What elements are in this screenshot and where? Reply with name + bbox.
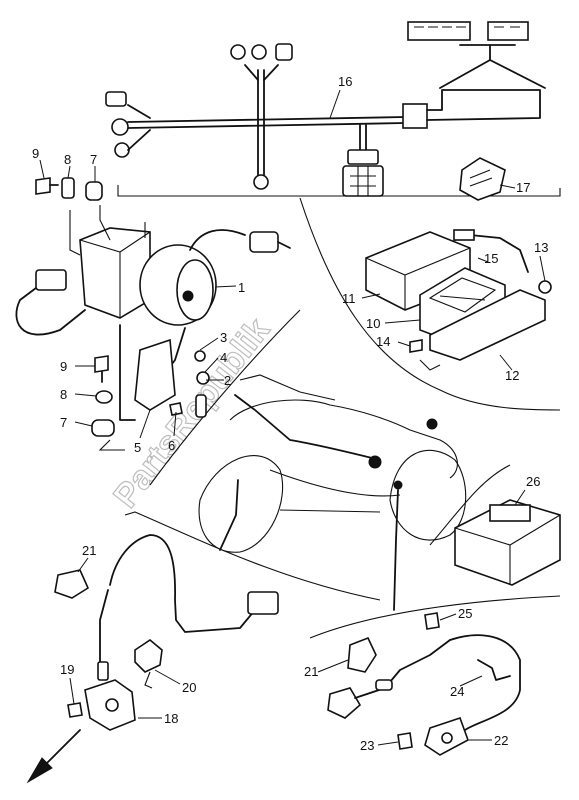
callout-6: 6 <box>168 438 175 453</box>
battery-section-frame <box>429 464 511 546</box>
callout-3: 3 <box>220 330 227 345</box>
callout-21-rear: 21 <box>304 664 318 679</box>
callout-14: 14 <box>376 334 390 349</box>
callout-8-lower: 8 <box>60 387 67 402</box>
ecu-assembly <box>365 229 552 371</box>
callout-7-lower: 7 <box>60 415 67 430</box>
abs-hydraulic-unit <box>15 205 291 336</box>
front-wheel-sensor <box>54 534 279 731</box>
rear-wheel-sensor <box>327 612 521 756</box>
callout-18: 18 <box>164 711 178 726</box>
callout-labels: 1 2 3 4 5 6 9 8 7 9 8 7 10 11 12 13 14 1… <box>32 74 548 753</box>
callout-7-upper: 7 <box>90 152 97 167</box>
callout-23: 23 <box>360 738 374 753</box>
relay-connector <box>459 157 506 201</box>
arrow-down-left-icon <box>26 729 81 784</box>
callout-9-upper: 9 <box>32 146 39 161</box>
callout-8-upper: 8 <box>64 152 71 167</box>
callout-25: 25 <box>458 606 472 621</box>
leader-lines <box>39 89 546 746</box>
upper-mounting-hardware <box>35 177 103 201</box>
callout-16: 16 <box>338 74 352 89</box>
callout-15: 15 <box>484 251 498 266</box>
control-box <box>454 499 561 586</box>
callout-24: 24 <box>450 684 464 699</box>
callout-17: 17 <box>516 180 530 195</box>
rear-sensor-frame <box>309 595 561 639</box>
abs-bracket-hardware <box>119 324 210 421</box>
harness-section-frame <box>117 185 561 197</box>
watermark: PartsRepublik <box>106 311 277 515</box>
callout-1: 1 <box>238 280 245 295</box>
callout-10: 10 <box>366 316 380 331</box>
callout-26: 26 <box>526 474 540 489</box>
callout-4: 4 <box>220 350 227 365</box>
motorcycle-outline <box>198 374 467 611</box>
callout-22: 22 <box>494 733 508 748</box>
callout-12: 12 <box>505 368 519 383</box>
callout-11: 11 <box>342 291 356 306</box>
lower-mounting-hardware <box>91 355 125 451</box>
callout-21-front: 21 <box>82 543 96 558</box>
ecu-section-frame <box>299 197 561 411</box>
callout-13: 13 <box>534 240 548 255</box>
callout-5: 5 <box>134 440 141 455</box>
front-sensor-frame <box>124 511 381 601</box>
wire-harness <box>105 21 546 197</box>
abs-section-frame <box>149 309 301 486</box>
callout-19: 19 <box>60 662 74 677</box>
callout-20: 20 <box>182 680 196 695</box>
callout-9-lower: 9 <box>60 359 67 374</box>
callout-2: 2 <box>224 373 231 388</box>
